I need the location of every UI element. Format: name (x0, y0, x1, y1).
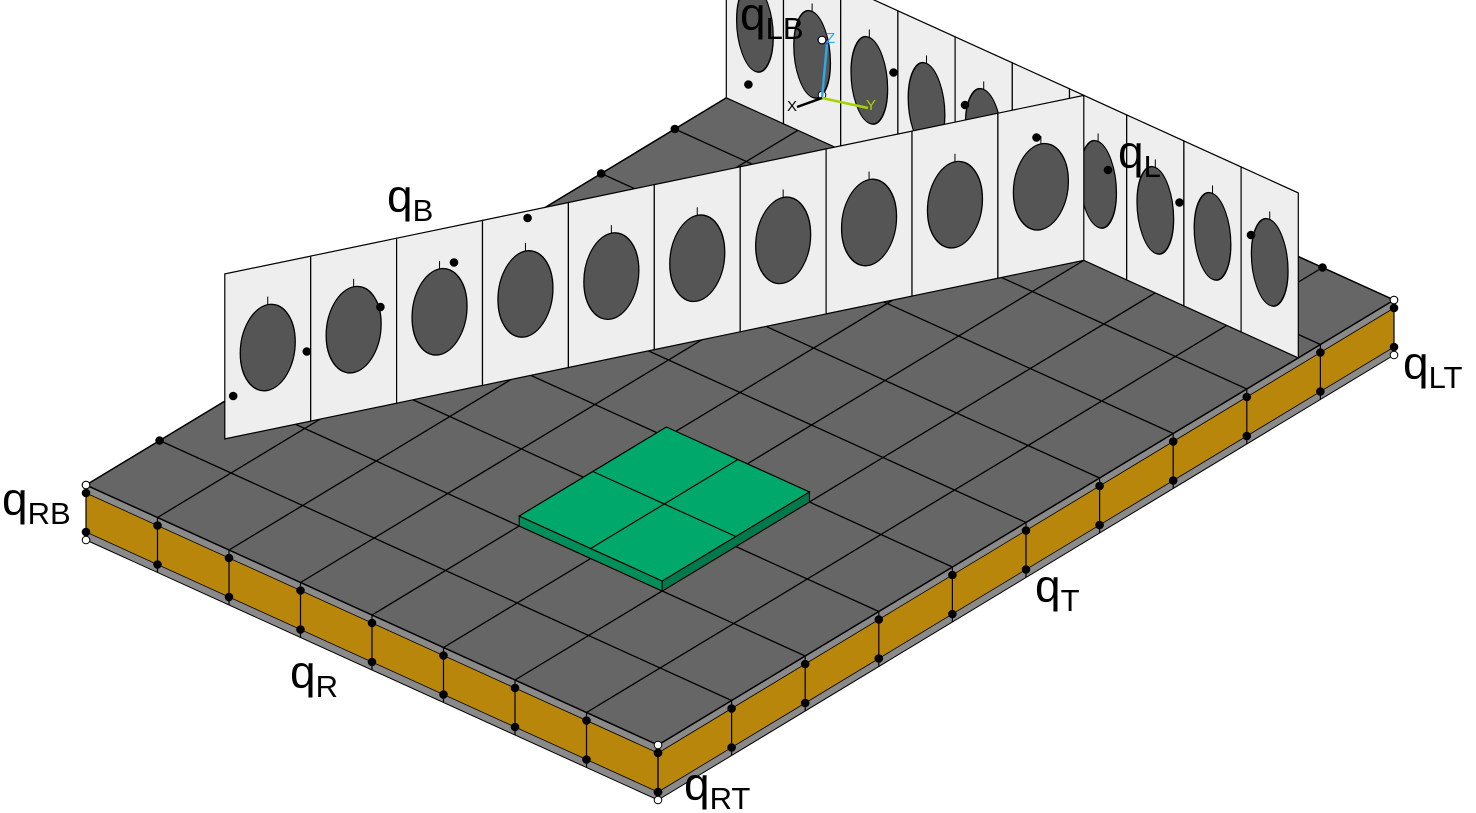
mesh-node (1021, 565, 1031, 574)
mesh-node (510, 683, 520, 693)
mesh-node (744, 80, 753, 89)
stiffener-a-hole (1136, 165, 1175, 255)
mesh-node (582, 716, 591, 725)
mesh-node (1246, 230, 1256, 240)
mesh-node (948, 609, 957, 619)
mesh-node (1175, 198, 1184, 207)
mesh-node (302, 347, 312, 356)
mesh-node (155, 436, 164, 445)
mesh-node (670, 124, 680, 134)
mesh-node (153, 560, 162, 569)
mesh-node (874, 654, 884, 663)
label-q-b: qB (387, 170, 433, 228)
mesh-node (81, 480, 91, 490)
z-axis-line (820, 43, 829, 99)
mesh-node (1103, 165, 1113, 175)
label-q-t: qT (1035, 560, 1080, 618)
stiffener-a-hole (1250, 217, 1289, 307)
mesh-node (889, 68, 898, 77)
x-axis-label: X (787, 98, 797, 115)
mesh-node (1095, 481, 1104, 491)
label-q-rb: qRB (2, 473, 71, 531)
mesh-node (1021, 526, 1031, 535)
z-axis-label: Z (826, 30, 835, 47)
mesh-node (800, 698, 810, 708)
mesh-node (1389, 303, 1399, 313)
mesh-node (81, 488, 91, 498)
mesh-node (960, 100, 970, 110)
mesh-node (1242, 392, 1252, 402)
label-q-rt: qRT (684, 758, 750, 813)
stiffener-a-hole (735, 0, 774, 73)
green-patch (517, 426, 811, 592)
mesh-node (653, 795, 663, 805)
label-q-lb: qLB (740, 0, 804, 46)
mesh-node (449, 258, 459, 267)
mesh-node (510, 722, 520, 732)
mesh-node (224, 553, 234, 563)
label-q-r: qR (290, 646, 338, 704)
mesh-node (1389, 295, 1399, 305)
mesh-nodes (81, 35, 1399, 805)
mesh-node (1242, 431, 1252, 441)
mesh-line (159, 439, 732, 702)
mesh-node (81, 527, 91, 537)
mesh-node (367, 657, 377, 667)
mesh-node (653, 748, 663, 758)
mesh-node (376, 302, 385, 312)
mesh-node (439, 651, 448, 660)
label-q-l: qL (1118, 126, 1161, 184)
mesh-node (523, 213, 532, 223)
mesh-node (653, 740, 663, 750)
label-q-lt: qLT (1403, 337, 1463, 395)
mesh-node (224, 592, 234, 602)
y-axis-line (821, 96, 869, 110)
coordinate-triad: Z Y X (787, 30, 876, 115)
mesh-node (817, 35, 827, 45)
mesh-node (1316, 387, 1325, 396)
mesh-node (727, 704, 736, 713)
mesh-node (727, 743, 736, 752)
patch-mesh-line (590, 458, 739, 550)
mesh-node (653, 787, 663, 797)
mesh-node (367, 618, 377, 628)
mesh-node (81, 535, 91, 545)
x-axis-line (796, 96, 823, 109)
y-axis-label: Y (866, 97, 876, 114)
mesh-node (596, 169, 606, 178)
mesh-node (1316, 348, 1325, 357)
mesh-node (1095, 520, 1104, 530)
mesh-node (874, 615, 884, 624)
mesh-node (153, 521, 162, 530)
mesh-node (1389, 342, 1399, 352)
mesh-node (1318, 263, 1327, 272)
mesh-node (1389, 350, 1399, 360)
mesh-node (1168, 476, 1178, 485)
mesh-node (228, 391, 238, 401)
mesh-node (1168, 437, 1178, 446)
mesh-node (296, 625, 305, 634)
stiffener-a-hole (1193, 191, 1232, 281)
mesh-node (296, 586, 305, 595)
mesh-node (439, 690, 448, 699)
mesh-node (582, 755, 591, 764)
mesh-node (948, 570, 957, 580)
mesh-node (1032, 133, 1041, 142)
stiffener-front-half (224, 94, 1085, 440)
stiffener-b-hole (497, 250, 554, 338)
mesh-node (800, 659, 810, 669)
plate-side-faces (85, 299, 1395, 801)
